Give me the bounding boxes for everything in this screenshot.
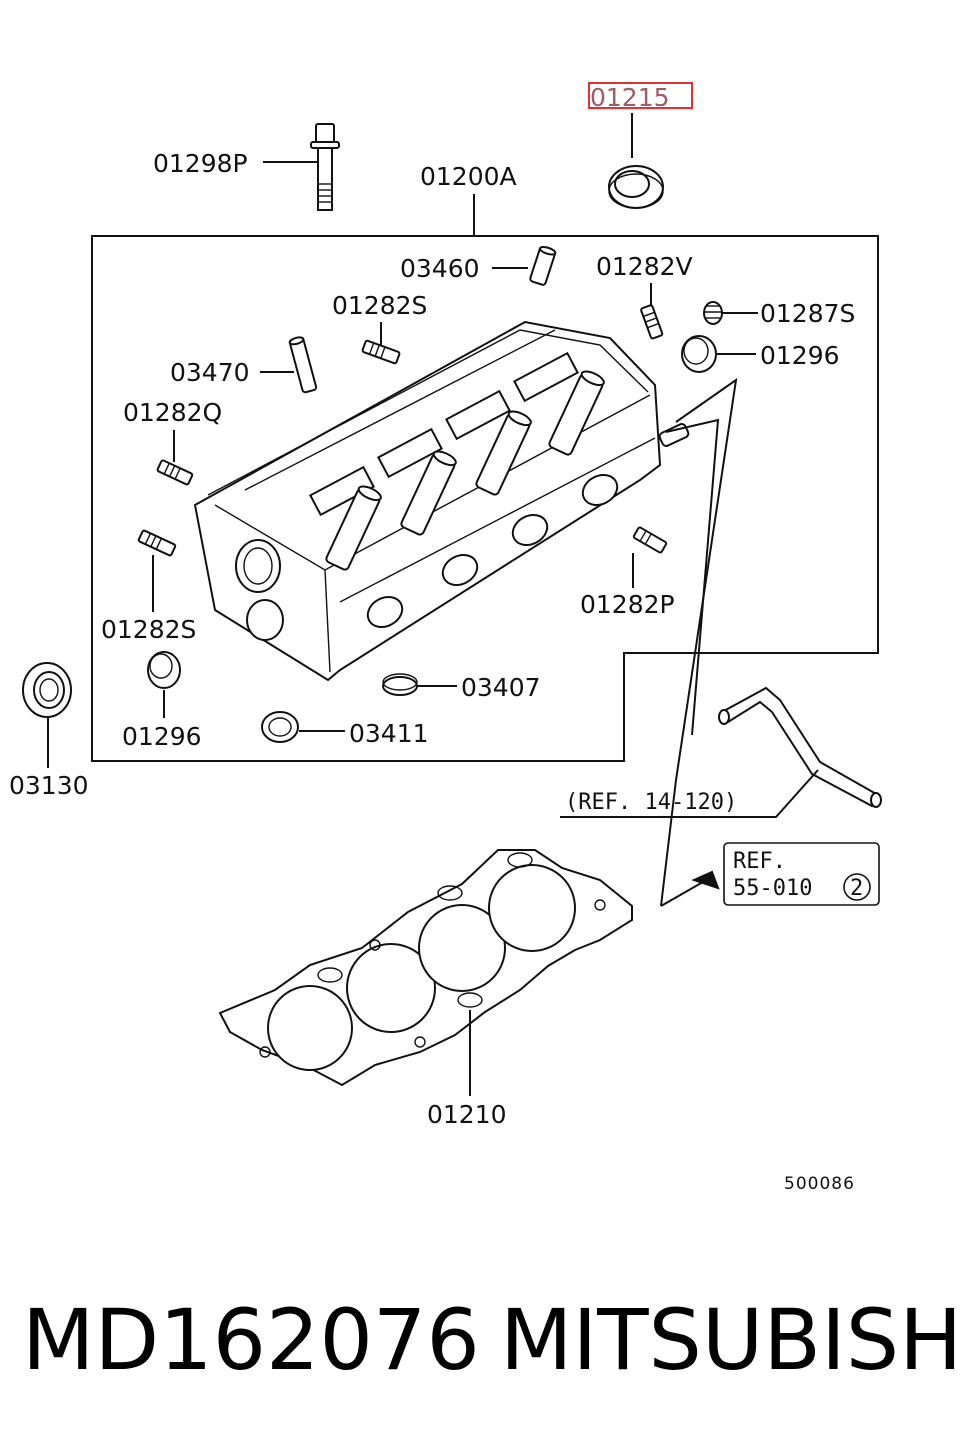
brand-name: MITSUBISHI — [500, 1291, 960, 1389]
cap-01296-right-part — [681, 335, 717, 373]
callout-01282V[interactable]: 01282V — [596, 252, 693, 281]
callout-03460[interactable]: 03460 — [400, 254, 480, 283]
plug-01287S-part — [703, 301, 723, 325]
callout-03130[interactable]: 03130 — [9, 771, 89, 800]
dowel-03460-part — [529, 245, 557, 286]
callout-01200A[interactable]: 01200A — [420, 162, 517, 191]
ref-box-circle-number: 2 — [850, 876, 863, 901]
stud-01282P-part — [632, 526, 668, 554]
ref-55-010-box[interactable]: REF. 55-010 2 — [723, 842, 880, 906]
stud-01282V-part — [640, 304, 664, 340]
assembly-boundary — [91, 235, 879, 762]
stud-01282S-left-part — [137, 529, 177, 557]
seal-03411-part — [261, 711, 299, 743]
seal-03130-part — [22, 662, 72, 718]
ref-arrow-icon — [691, 870, 720, 890]
ref-box-line1: REF. — [733, 849, 786, 874]
callout-01282S-left[interactable]: 01282S — [101, 615, 196, 644]
ref-box-line2: 55-010 — [733, 876, 812, 901]
bolt-01298P-part — [310, 123, 340, 211]
callout-01287S[interactable]: 01287S — [760, 299, 855, 328]
callout-01296-right[interactable]: 01296 — [760, 341, 840, 370]
callout-01282P[interactable]: 01282P — [580, 590, 675, 619]
part-number: MD162076 — [22, 1291, 480, 1389]
cylinder-head-body — [193, 320, 690, 682]
callout-03407[interactable]: 03407 — [461, 673, 541, 702]
highlight-box-01215 — [588, 82, 693, 109]
stud-01282S-top-part — [361, 339, 401, 365]
callout-01210[interactable]: 01210 — [427, 1100, 507, 1129]
diagram-code: 500086 — [784, 1174, 855, 1194]
callout-01296-left[interactable]: 01296 — [122, 722, 202, 751]
seal-01215-part — [608, 165, 664, 209]
callout-03411[interactable]: 03411 — [349, 719, 429, 748]
callout-01282S-top[interactable]: 01282S — [332, 291, 427, 320]
product-caption: MD162076 MITSUBISHI — [0, 1290, 960, 1400]
seal-03407-part — [382, 673, 418, 696]
head-gasket-01210 — [218, 849, 633, 1087]
callout-01298P[interactable]: 01298P — [153, 149, 248, 178]
callout-03470[interactable]: 03470 — [170, 358, 250, 387]
hose-ref-part — [718, 686, 882, 808]
stud-01282Q-part — [156, 459, 194, 486]
callout-01215[interactable]: 01215 — [590, 83, 670, 112]
ref-14-120-label[interactable]: (REF. 14-120) — [565, 790, 737, 815]
cap-01296-left-part — [147, 651, 181, 689]
callout-01282Q[interactable]: 01282Q — [123, 398, 222, 427]
guide-03470-part — [288, 336, 318, 394]
